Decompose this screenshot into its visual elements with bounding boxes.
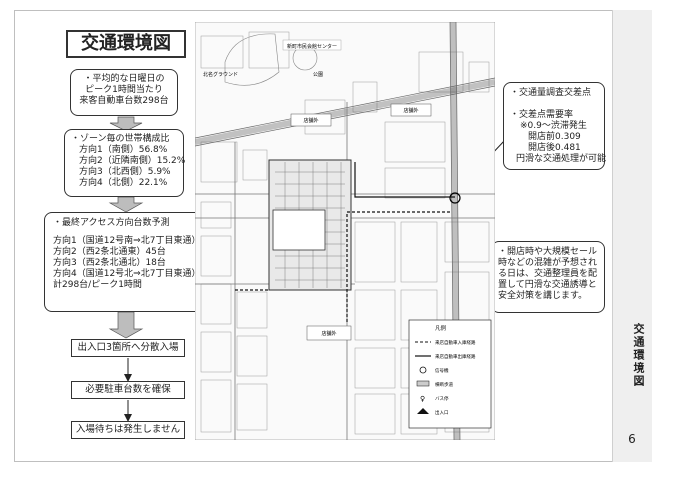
entrance-icon: [417, 408, 429, 414]
page-title: 交通環境図: [66, 30, 186, 58]
safety-callout: ・開店時や大規模セール 時などの混雑が予想され る日は、交通整理員を配 置して円…: [491, 241, 605, 313]
map-legend: 凡例 来店自動車入庫経路 来店自動車出庫経路 信号機 横断歩道 ♀ バス停 出入…: [408, 319, 492, 429]
survey-point-callout: ・交通量調査交差点 ・交差点需要率 ※0.9～渋滞発生 開店前0.309 開店後…: [503, 82, 606, 170]
map-tag-top: 店舗外: [403, 107, 418, 114]
flow-step-parking: 必要駐車台数を確保: [71, 381, 185, 399]
crosswalk-icon: [416, 380, 430, 387]
map-label-center: 新町市民会館センター: [287, 43, 337, 50]
map-label-park: 公園: [313, 72, 323, 78]
legend-item-entrance: 出入口: [435, 409, 449, 416]
traffic-map: 新町市民会館センター 公園 北名グラウンド 店舗外 店舗外 店舗外 凡例 来店自…: [195, 22, 495, 440]
legend-item-entry: 来店自動車入庫経路: [435, 339, 476, 346]
visitors-callout: ・平均的な日曜日の ピーク1時間当たり 来客自動車台数298台: [70, 69, 178, 116]
map-tag-low: 店舗外: [321, 330, 336, 337]
flow-step-entrance: 出入口3箇所へ分散入場: [71, 339, 185, 357]
access-forecast-callout: ・最終アクセス方向台数予測 方向1（国道12号南⇒北7丁目東通）169台 方向2…: [44, 212, 227, 312]
legend-title: 凡例: [435, 324, 447, 332]
down-arrow-3: [108, 311, 144, 339]
side-label: 交通環境図: [632, 322, 645, 388]
side-band: [612, 10, 652, 462]
bus-stop-icon: ♀: [420, 395, 425, 403]
legend-item-signal: 信号機: [435, 367, 449, 374]
map-tag-mid: 店舗外: [303, 117, 318, 124]
map-label-ground: 北名グラウンド: [203, 71, 238, 78]
zone-composition-callout: ・ゾーン毎の世帯構成比 方向1（南側）56.8% 方向2（近隣南側）15.2% …: [64, 129, 185, 197]
down-arrow-1: [109, 116, 143, 132]
down-arrow-2: [108, 196, 144, 213]
signal-icon: [419, 366, 427, 374]
legend-item-exit: 来店自動車出庫経路: [435, 353, 476, 360]
page-number: 6: [628, 432, 636, 446]
flow-step-no-wait: 入場待ちは発生しません: [71, 421, 185, 439]
legend-item-crosswalk: 横断歩道: [435, 381, 453, 388]
legend-item-bus: バス停: [435, 395, 449, 402]
